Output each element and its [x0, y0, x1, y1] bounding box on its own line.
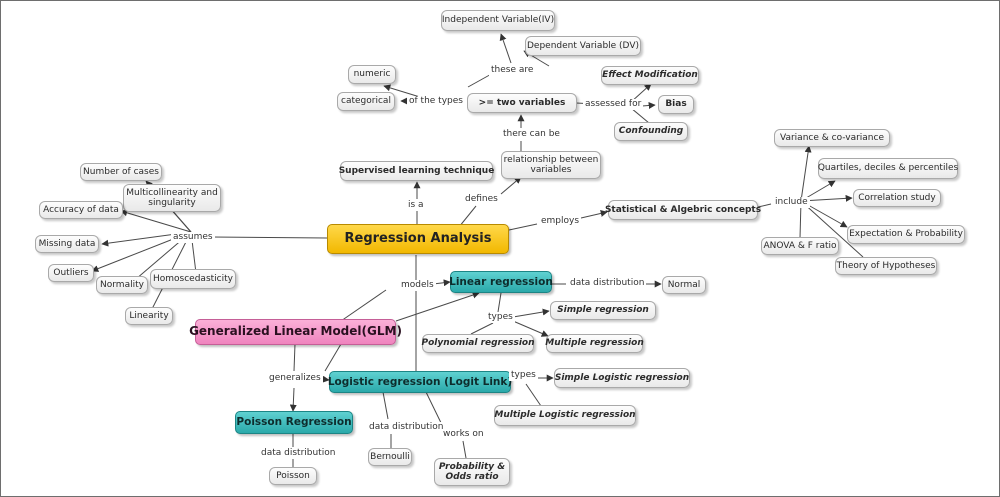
node-multiple-logistic-regression: Multiple Logistic regression: [494, 405, 636, 426]
label-is-a: is a: [406, 200, 426, 211]
node-quartiles-deciles-percentiles: Quartiles, deciles & percentiles: [818, 158, 958, 179]
label-employs: employs: [539, 216, 582, 227]
node-poisson-regression: Poisson Regression: [235, 411, 353, 434]
node-dependent-variable: Dependent Variable (DV): [525, 36, 641, 56]
node-theory-of-hypotheses: Theory of Hypotheses: [835, 257, 937, 275]
node-linearity: Linearity: [125, 307, 173, 325]
label-there-can-be: there can be: [501, 129, 562, 140]
node-supervised-learning: Supervised learning technique: [339, 161, 494, 181]
label-works-on: works on: [441, 429, 486, 440]
node-relationship-between-variables: relationship between variables: [501, 151, 601, 179]
label-types-logistic: types: [509, 370, 538, 381]
label-of-the-types: of the types: [407, 96, 465, 107]
node-outliers: Outliers: [48, 264, 94, 282]
node-polynomial-regression: Polynomial regression: [422, 334, 535, 353]
label-data-distribution-poisson: data distribution: [259, 448, 338, 459]
node-linear-regression: Linear regression: [449, 271, 553, 293]
node-correlation-study: Correlation study: [853, 189, 941, 207]
label-types-linear: types: [486, 312, 515, 323]
node-logistic-regression: Logistic regression (Logit Link): [328, 371, 512, 393]
node-multicollinearity-singularity: Multicollinearity and singularity: [123, 184, 221, 212]
node-normality: Normality: [96, 276, 148, 294]
node-normal: Normal: [662, 276, 706, 294]
node-bernoulli: Bernoulli: [368, 448, 412, 466]
node-bias: Bias: [658, 95, 694, 114]
node-poisson: Poisson: [269, 467, 317, 485]
node-effect-modification: Effect Modification: [601, 66, 699, 85]
node-generalized-linear-model: Generalized Linear Model(GLM): [189, 319, 402, 345]
label-assessed-for: assessed for: [583, 99, 644, 110]
node-expectation-probability: Expectation & Probability: [847, 225, 965, 244]
label-models: models: [399, 280, 436, 291]
label-data-distribution-logistic: data distribution: [367, 422, 446, 433]
node-statistical-algebric-concepts: Statistical & Algebric concepts: [605, 200, 761, 220]
node-simple-regression: Simple regression: [550, 301, 656, 320]
node-variance-covariance: Variance & co-variance: [774, 129, 890, 147]
label-these-are: these are: [489, 65, 536, 76]
node-numeric: numeric: [348, 65, 396, 84]
label-defines: defines: [463, 194, 500, 205]
node-missing-data: Missing data: [35, 235, 99, 253]
node-regression-analysis: Regression Analysis: [327, 224, 509, 254]
label-generalizes: generalizes: [267, 373, 323, 384]
label-include: include: [773, 197, 810, 208]
node-confounding: Confounding: [614, 122, 688, 141]
node-categorical: categorical: [337, 92, 395, 111]
node-accuracy-of-data: Accuracy of data: [39, 201, 123, 219]
node-independent-variable: Independent Variable(IV): [441, 10, 555, 31]
node-homoscedasticity: Homoscedasticity: [150, 269, 236, 289]
node-anova-f-ratio: ANOVA & F ratio: [761, 237, 839, 255]
node-simple-logistic-regression: Simple Logistic regression: [554, 368, 690, 388]
label-data-distribution-linear: data distribution: [568, 278, 647, 289]
node-probability-odds-ratio: Probability & Odds ratio: [434, 458, 510, 486]
label-assumes: assumes: [171, 232, 215, 243]
node-number-of-cases: Number of cases: [80, 163, 162, 181]
node-multiple-regression: Multiple regression: [545, 334, 644, 353]
node-two-variables: >= two variables: [467, 93, 577, 113]
